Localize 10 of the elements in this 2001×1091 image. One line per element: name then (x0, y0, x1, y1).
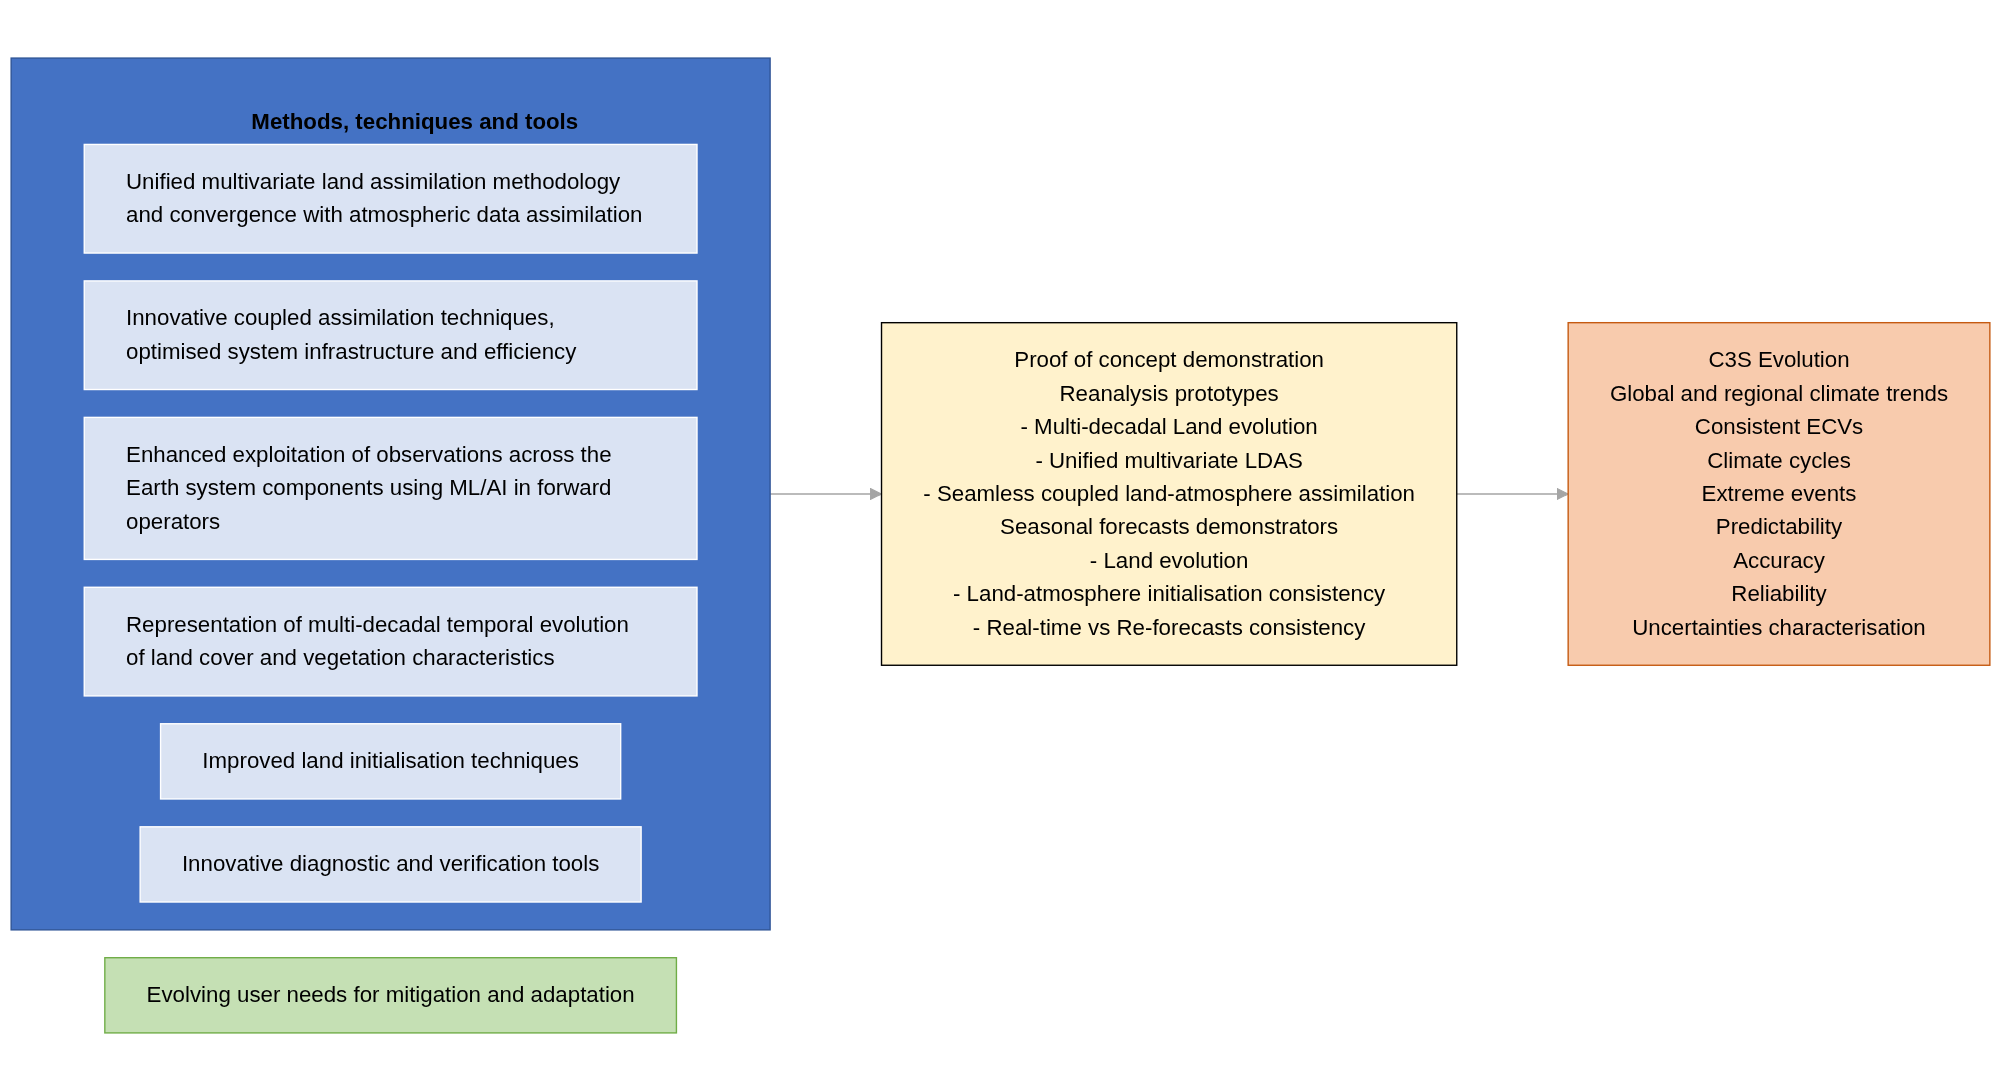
node-box: C3S Evolution Global and regional climate trends Consistent ECVs Climate cycles Extreme events Predictability Accuracy Reliability Uncertainties characterisation (1567, 322, 1991, 666)
node-box: Representation of multi-decadal temporal evolution of land cover and vegetation characteristics (83, 586, 698, 697)
arrow (1456, 487, 1569, 501)
node-box: Enhanced exploitation of observations across the Earth system components using ML/AI in forward operators (83, 416, 698, 561)
node-box: Innovative diagnostic and verification tools (139, 826, 642, 903)
node-box: Evolving user needs for mitigation and adaptation (104, 957, 678, 1034)
node-box: Improved land initialisation techniques (159, 723, 622, 800)
node-box: Innovative coupled assimilation techniques, optimised system infrastructure and efficiency (83, 280, 698, 391)
node-box: Proof of concept demonstration Reanalysis prototypes - Multi-decadal Land evolution - Unified multivariate LDAS - Seamless coupled land-atmosphere assimilation Seasonal forecasts demonstrators - Land evolution - Land-atmosphere initialisation consistency - Real-time vs Re-forecasts consistency (880, 322, 1458, 666)
node-box: Unified multivariate land assimilation methodology and convergence with atmospheric data assimilation (83, 143, 698, 254)
